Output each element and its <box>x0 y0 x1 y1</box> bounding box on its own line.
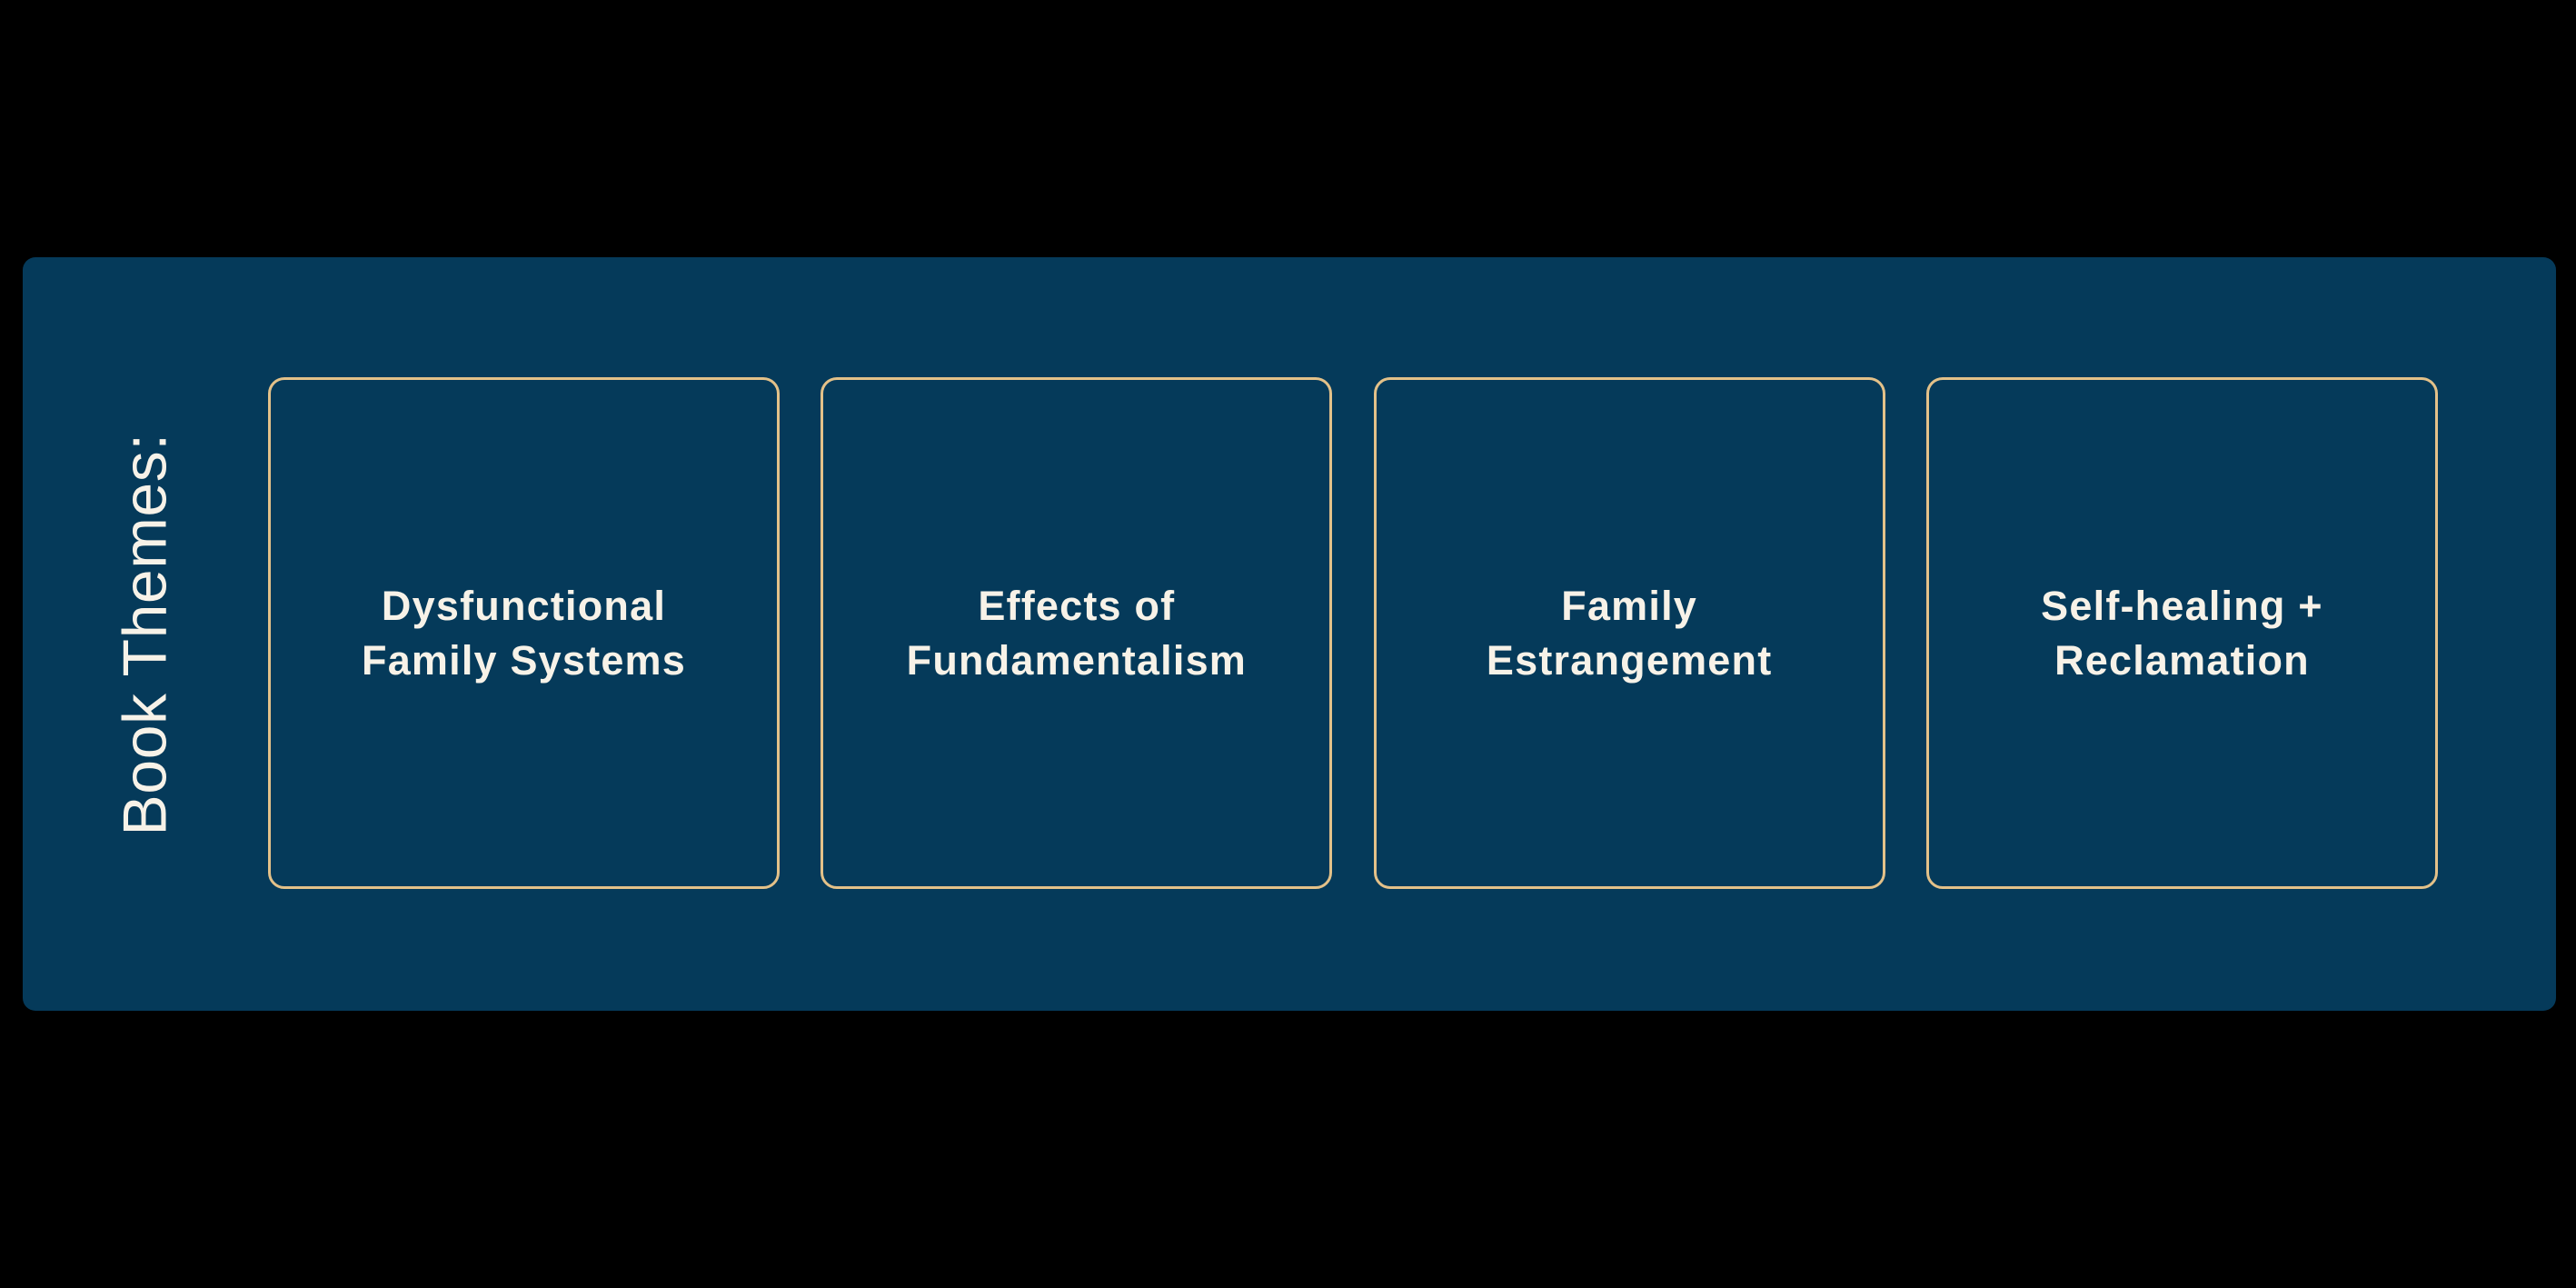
theme-card-label: Dysfunctional Family Systems <box>362 583 686 684</box>
theme-card-effects-of-fundamentalism[interactable]: Effects of Fundamentalism <box>821 377 1333 889</box>
theme-cards-row: Dysfunctional Family Systems Effects of … <box>268 377 2438 889</box>
theme-card-label: Effects of Fundamentalism <box>906 583 1248 684</box>
theme-card-family-estrangement[interactable]: Family Estrangement <box>1373 377 1885 889</box>
theme-card-label: Self-healing + Reclamation <box>2041 583 2323 684</box>
panel-title-vertical: Book Themes: <box>111 432 180 836</box>
theme-card-dysfunctional-family-systems[interactable]: Dysfunctional Family Systems <box>268 377 780 889</box>
theme-card-self-healing-reclamation[interactable]: Self-healing + Reclamation <box>1925 377 2438 889</box>
side-label-container: Book Themes: <box>23 257 268 1011</box>
book-themes-panel: Book Themes: Dysfunctional Family System… <box>23 257 2556 1011</box>
theme-card-label: Family Estrangement <box>1486 583 1773 684</box>
